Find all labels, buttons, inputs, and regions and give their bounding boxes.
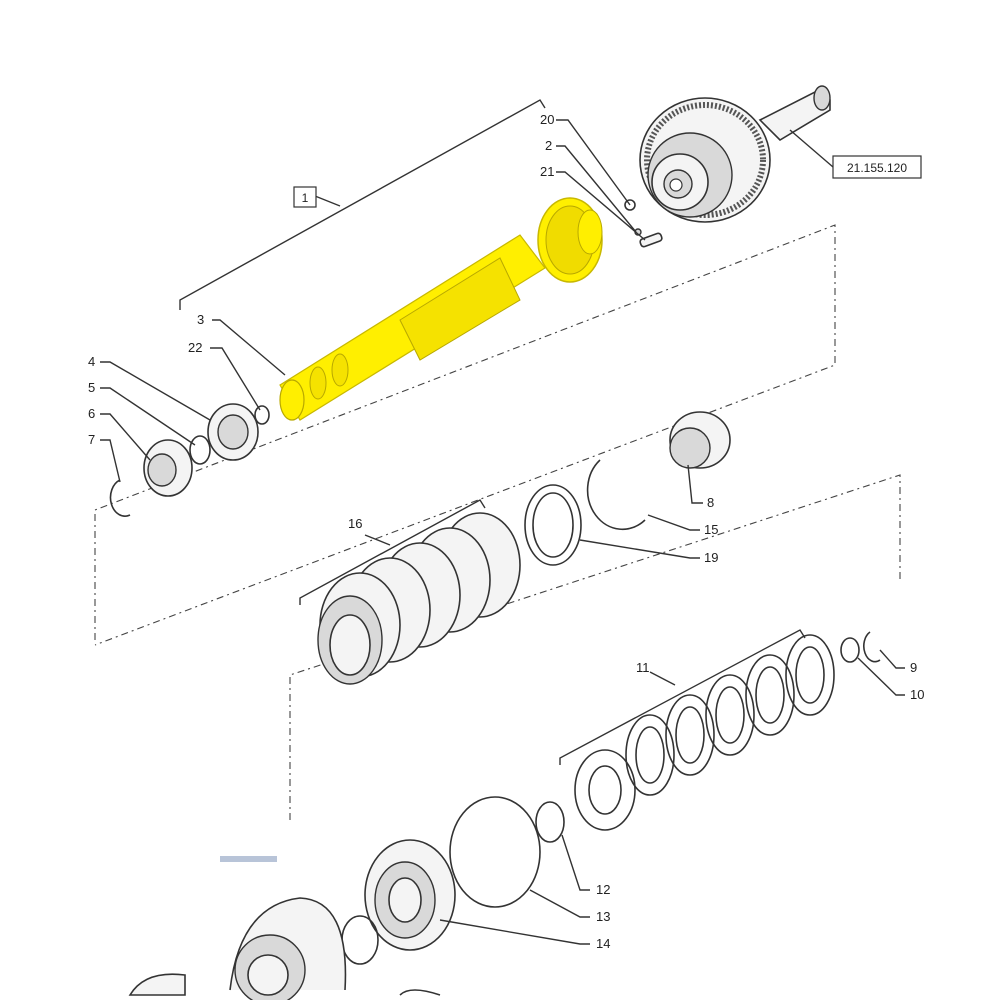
small-parts-20-2-21 xyxy=(624,199,663,248)
bracket-item-11 xyxy=(559,629,806,765)
lower-hub xyxy=(128,897,441,1000)
bracket-item-16 xyxy=(299,499,486,605)
label-16: 16 xyxy=(348,516,362,531)
label-7: 7 xyxy=(88,432,95,447)
svg-text:21.155.120: 21.155.120 xyxy=(847,161,907,175)
label-4: 4 xyxy=(88,354,95,369)
bracket-item-1 xyxy=(179,99,546,310)
label-8: 8 xyxy=(707,495,714,510)
label-9: 9 xyxy=(910,660,917,675)
bearing-parts-left xyxy=(109,403,270,517)
label-22: 22 xyxy=(188,340,202,355)
needle-bearing-8 xyxy=(669,411,731,469)
o-ring-13 xyxy=(449,796,541,908)
clutch-pack-16 xyxy=(317,512,521,685)
label-15: 15 xyxy=(704,522,718,537)
label-20: 20 xyxy=(540,112,554,127)
piston-14 xyxy=(364,839,456,951)
callout-labels: 20 2 21 3 22 4 5 6 7 8 15 19 16 11 9 10 … xyxy=(88,112,924,951)
label-10: 10 xyxy=(910,687,924,702)
assembly-boundary-lines xyxy=(94,224,901,820)
svg-text:1: 1 xyxy=(302,191,309,205)
callout-box-1: 1 xyxy=(293,186,317,208)
ring-12 xyxy=(535,801,565,843)
label-12: 12 xyxy=(596,882,610,897)
small-rings-9-10 xyxy=(840,631,881,663)
leader-lines xyxy=(100,119,905,945)
friction-plates-11 xyxy=(574,634,835,831)
label-6: 6 xyxy=(88,406,95,421)
gray-marker-bar xyxy=(220,856,277,862)
label-14: 14 xyxy=(596,936,610,951)
output-drum-assembly xyxy=(639,85,831,223)
label-11: 11 xyxy=(636,660,650,675)
callout-box-reference: 21.155.120 xyxy=(789,129,922,179)
main-shaft-highlighted xyxy=(279,197,603,421)
label-5: 5 xyxy=(88,380,95,395)
snap-ring-15 xyxy=(586,459,646,531)
label-19: 19 xyxy=(704,550,718,565)
label-2: 2 xyxy=(545,138,552,153)
label-13: 13 xyxy=(596,909,610,924)
label-3: 3 xyxy=(197,312,204,327)
plate-19 xyxy=(524,484,582,566)
label-21: 21 xyxy=(540,164,554,179)
